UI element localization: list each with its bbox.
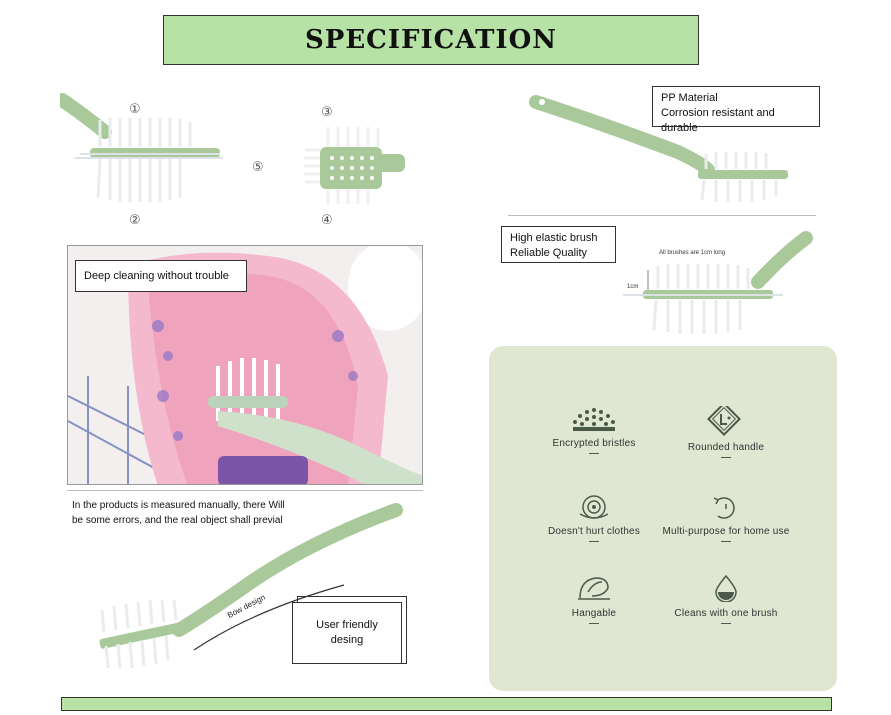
view-label-4: ④ [321,213,333,228]
feature-label: Encrypted bristles [552,438,636,449]
feature-hangable: Hangable [519,574,669,624]
feature-multi-purpose: Multi-purpose for home use [651,494,801,542]
feature-dash [589,453,599,454]
brush-size-label: 1cm [627,284,639,290]
disclaimer: In the products is measured manually, th… [72,498,285,528]
drop-icon [715,574,737,602]
feature-label: Multi-purpose for home use [662,526,790,537]
elastic-callout: High elastic brush Reliable Quality [501,226,616,263]
feature-dash [721,623,731,624]
feature-dash [589,623,599,624]
elastic-line-2: Reliable Quality [510,247,588,259]
user-friendly-callout: User friendly desing [292,602,402,664]
brush-side-view [60,93,223,202]
feature-label: Rounded handle [687,442,765,453]
shoe-cleaning-illustration [68,246,422,484]
feature-label: Hangable [571,608,617,619]
user-line-1: User friendly [316,619,378,631]
features-panel: Encrypted bristles Rounded handle Doesn'… [489,346,837,691]
divider-2 [67,490,423,491]
disclaimer-line-1: In the products is measured manually, th… [72,500,285,511]
multipurpose-icon [713,497,735,519]
divider [508,215,816,216]
material-line-1: PP Material [661,92,718,104]
feature-rounded-handle: Rounded handle [651,406,801,458]
feature-cleans-one-brush: Cleans with one brush [651,574,801,624]
title-banner: SPECIFICATION [163,15,699,65]
feature-dash [721,457,731,458]
disclaimer-line-2: be some errors, and the real object shal… [72,515,283,526]
view-label-1: ① [129,102,141,117]
photo-label: Deep cleaning without trouble [84,270,229,282]
brush-elastic-view [623,231,813,334]
cleaning-photo: Deep cleaning without trouble [67,245,423,485]
elastic-line-1: High elastic brush [510,232,598,244]
brush-full-view [529,95,788,202]
bristles-icon [573,408,615,431]
material-callout: PP Material Corrosion resistant and dura… [652,86,820,134]
feature-dash [589,541,599,542]
brush-front-view [304,127,405,204]
feature-label: Cleans with one brush [674,608,778,619]
brush-bow-view [99,503,403,669]
view-label-5: ⑤ [252,160,264,175]
hang-icon [578,577,610,600]
feature-doesnt-hurt-clothes: Doesn't hurt clothes [519,494,669,542]
page-title: SPECIFICATION [305,25,557,55]
clothes-icon [579,495,609,519]
user-line-2: desing [330,634,364,646]
brush-length-note: All brushes are 1cm long [659,250,726,256]
feature-encrypted-bristles: Encrypted bristles [519,406,669,454]
view-label-2: ② [129,213,141,228]
feature-label: Doesn't hurt clothes [547,526,641,537]
footer-bar [61,697,832,711]
photo-label-box: Deep cleaning without trouble [75,260,247,292]
feature-dash [721,541,731,542]
view-label-3: ③ [321,105,333,120]
handle-icon [707,406,741,436]
material-line-2: Corrosion resistant and durable [661,107,775,134]
